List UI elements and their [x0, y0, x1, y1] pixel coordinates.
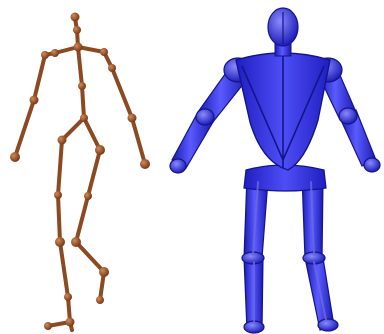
volumetric-body-figure	[170, 8, 380, 333]
skeleton-figure	[10, 13, 150, 331]
skeleton-bones	[15, 18, 145, 330]
